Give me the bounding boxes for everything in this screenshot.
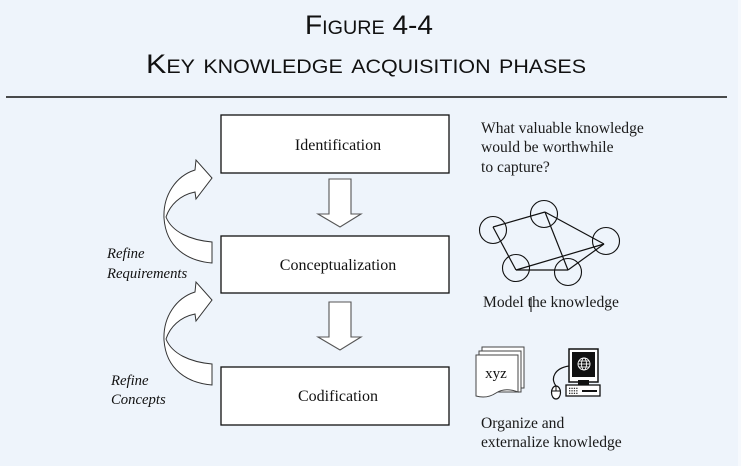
graph-node: [478, 215, 508, 245]
phase-label: Identification: [295, 137, 381, 154]
identification-description-line3: to capture?: [481, 159, 550, 176]
phase-codification: Codification: [220, 366, 450, 426]
loop-label-refine-concepts-line2: Concepts: [111, 392, 166, 408]
phase-conceptualization: Conceptualization: [220, 235, 450, 294]
graph-node: [501, 253, 531, 283]
loop-label-refine-requirements-line1: Refine: [106, 246, 145, 262]
identification-description-line2: would be worthwhile: [481, 139, 614, 156]
graph-edge: [515, 243, 605, 271]
globe-icon: [577, 357, 591, 371]
right-edge: [738, 0, 741, 466]
graph-edge: [492, 226, 517, 271]
curved-feedback-arrow-icon: [163, 158, 213, 264]
phase-box: [220, 235, 450, 294]
network-graph-icon: [478, 199, 621, 287]
document-stack-icon: xyz: [475, 346, 525, 398]
keypad: [569, 387, 578, 394]
figure-title: Key knowledge acquisition phases: [146, 49, 586, 79]
computer-icon: [550, 348, 601, 400]
graph-node: [553, 257, 583, 287]
identification-description-line1: What valuable knowledge: [481, 120, 644, 137]
loop-label-refine-concepts-line1: Refine: [110, 373, 149, 389]
codification-description-line1: Organize and: [481, 415, 564, 432]
down-arrow-icon: [315, 178, 363, 228]
phase-label: Conceptualization: [280, 257, 396, 274]
graph-edge: [544, 211, 569, 271]
phase-box: [220, 366, 450, 426]
graph-edge: [567, 243, 605, 271]
codification-description-line2: externalize knowledge: [481, 434, 622, 451]
phase-identification: Identification: [220, 114, 450, 174]
figure-number: Figure 4-4: [305, 10, 433, 40]
phase-box: [220, 114, 450, 174]
curved-feedback-arrow-icon: [163, 280, 213, 386]
document-text: xyz: [485, 366, 507, 382]
monitor-stand: [578, 380, 589, 385]
mouse-cable: [552, 365, 570, 387]
graph-edge: [492, 211, 546, 228]
page-front: [475, 354, 519, 398]
graph-edge: [544, 211, 605, 245]
monitor-screen: [572, 352, 595, 377]
graph-node: [529, 199, 559, 229]
down-arrow-icon: [315, 301, 363, 351]
graph-node: [591, 226, 621, 256]
conceptualization-description: Model the knowledge: [483, 294, 619, 311]
phase-label: Codification: [298, 388, 378, 405]
loop-label-refine-requirements-line2: Requirements: [106, 266, 187, 282]
